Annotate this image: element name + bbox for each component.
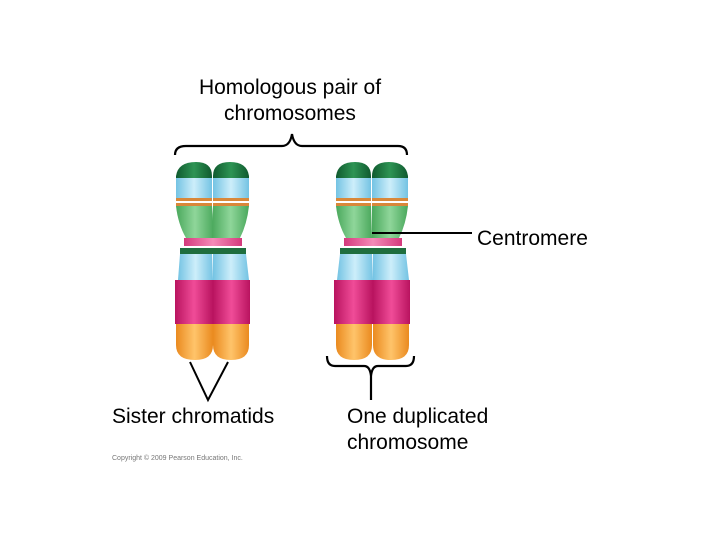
diagram-title: Homologous pair of chromosomes: [160, 75, 420, 127]
left-chromatid-upper-arm: [176, 162, 214, 238]
left-chromatid-upper-arm: [336, 162, 372, 238]
left-chromosome: [175, 162, 250, 360]
right-chromatid-upper-arm: [212, 162, 249, 238]
centromere-band: [344, 238, 402, 246]
right-chromatid-upper-arm: [372, 162, 408, 238]
dark-band: [340, 248, 406, 254]
copyright-notice: Copyright © 2009 Pearson Education, Inc.: [112, 455, 243, 462]
duplicated-chromosome-bracket: [325, 355, 416, 400]
centromere-label: Centromere: [477, 227, 588, 250]
dark-band: [180, 248, 246, 254]
right-chromatid-lower-arm: [373, 254, 410, 360]
right-chromosome: [334, 162, 410, 360]
right-chromatid-lower-arm: [213, 254, 250, 360]
title-line-2: chromosomes: [224, 102, 356, 125]
left-chromatid-lower-arm: [334, 254, 373, 360]
duplicated-label-line-1: One duplicated: [347, 405, 489, 428]
duplicated-chromosome-label: One duplicated chromosome: [347, 404, 488, 456]
centromere-band: [184, 238, 242, 246]
homologous-pair-bracket: [173, 133, 409, 156]
left-chromatid-lower-arm: [175, 254, 213, 360]
sister-chromatids-label: Sister chromatids: [112, 405, 275, 428]
title-line-1: Homologous pair of: [198, 76, 382, 99]
sister-chromatids-pointer: [189, 361, 229, 403]
duplicated-label-line-2: chromosome: [347, 431, 469, 454]
